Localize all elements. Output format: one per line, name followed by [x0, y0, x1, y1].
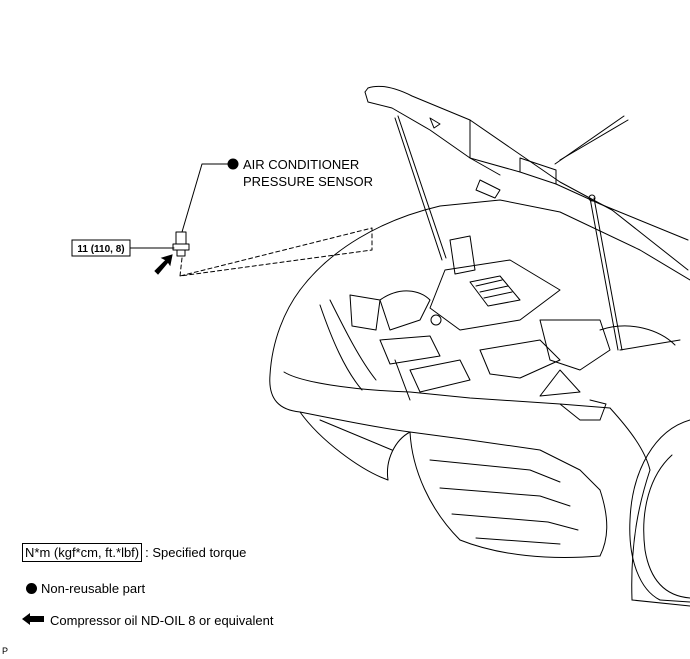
location-dashed-line: [179, 227, 373, 277]
sensor-leader-line: [181, 163, 229, 233]
engine: [349, 235, 681, 401]
torque-legend-text: : Specified torque: [145, 545, 247, 560]
torque-box: [71, 239, 131, 257]
hood: [364, 85, 689, 271]
hood-struts: [394, 115, 623, 351]
figure-code: P: [2, 646, 9, 656]
sensor-label-line2: PRESSURE SENSOR: [243, 174, 373, 189]
oil-legend-text: Compressor oil ND-OIL 8 or equivalent: [50, 613, 274, 628]
torque-value: 11 (110, 8): [77, 244, 124, 255]
legend-torque: N*m (kgf*cm, ft.*lbf) : Specified torque: [22, 543, 246, 562]
nonreusable-icon: [227, 158, 239, 170]
vehicle-body: [269, 199, 690, 607]
pressure-sensor-part: [172, 231, 190, 257]
filled-circle-icon: [26, 583, 37, 594]
oil-arrow-icon: [154, 254, 173, 275]
arrow-left-icon: [22, 613, 44, 628]
front-grille: [299, 399, 608, 558]
torque-unit-box: N*m (kgf*cm, ft.*lbf): [22, 543, 143, 562]
sensor-label-line1: AIR CONDITIONER: [243, 157, 359, 172]
legend-oil: Compressor oil ND-OIL 8 or equivalent: [22, 613, 274, 628]
legend-nonreusable: Non-reusable part: [22, 581, 145, 596]
nonreusable-legend-text: Non-reusable part: [41, 581, 146, 596]
